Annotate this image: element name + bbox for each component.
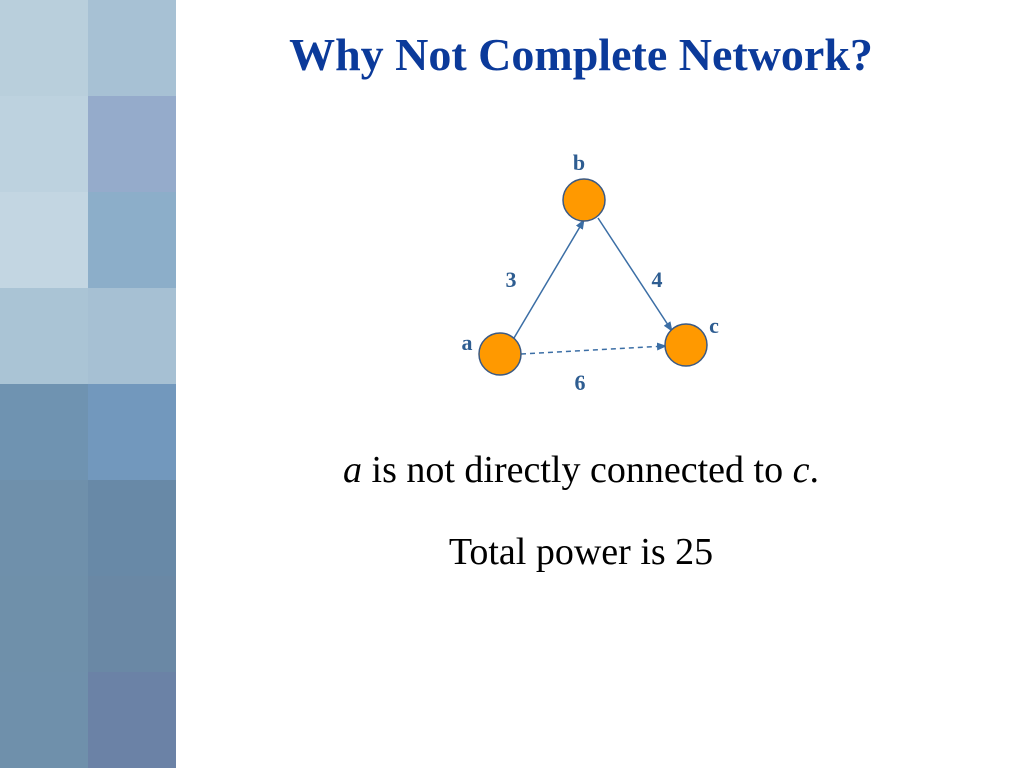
node-b	[562, 178, 606, 222]
edge-weight-a-c: 6	[575, 370, 586, 395]
node-a	[478, 332, 522, 376]
slide-title: Why Not Complete Network?	[289, 29, 873, 80]
sidebar-tile	[0, 192, 88, 288]
sidebar-tile	[88, 0, 176, 96]
sidebar-tile	[88, 192, 176, 288]
total-power-text: Total power is 25	[448, 531, 714, 573]
edge-a-b	[513, 219, 585, 339]
sidebar-tile	[0, 288, 88, 384]
edge-weight-a-b: 3	[506, 267, 517, 292]
edge-weight-b-c: 4	[652, 267, 663, 292]
statement-middle: is not directly connected to	[362, 449, 793, 491]
edge-b-c	[597, 217, 673, 332]
sidebar-tile	[0, 96, 88, 192]
sidebar-tile	[88, 288, 176, 384]
node-c	[664, 323, 708, 367]
sidebar-tile	[88, 384, 176, 480]
sidebar-tile	[88, 480, 176, 576]
statement-end: .	[809, 449, 819, 491]
variable-c: c	[792, 449, 810, 491]
sidebar-tile	[88, 96, 176, 192]
sidebar-tile	[0, 576, 88, 672]
node-label-b: b	[573, 150, 585, 175]
sidebar-tile	[0, 480, 88, 576]
node-label-a: a	[462, 330, 473, 355]
variable-a: a	[343, 449, 363, 491]
sidebar-tile	[88, 576, 176, 672]
edge-a-c	[520, 342, 667, 355]
node-label-c: c	[709, 313, 719, 338]
sidebar-decoration	[0, 0, 176, 768]
sidebar-tile	[0, 0, 88, 96]
network-diagram: a b c 3 4 6	[462, 150, 720, 395]
sidebar-tile	[88, 672, 176, 768]
sidebar-tile	[0, 672, 88, 768]
connection-statement: a is not directly connected to c.	[176, 448, 986, 492]
sidebar-tile	[0, 384, 88, 480]
